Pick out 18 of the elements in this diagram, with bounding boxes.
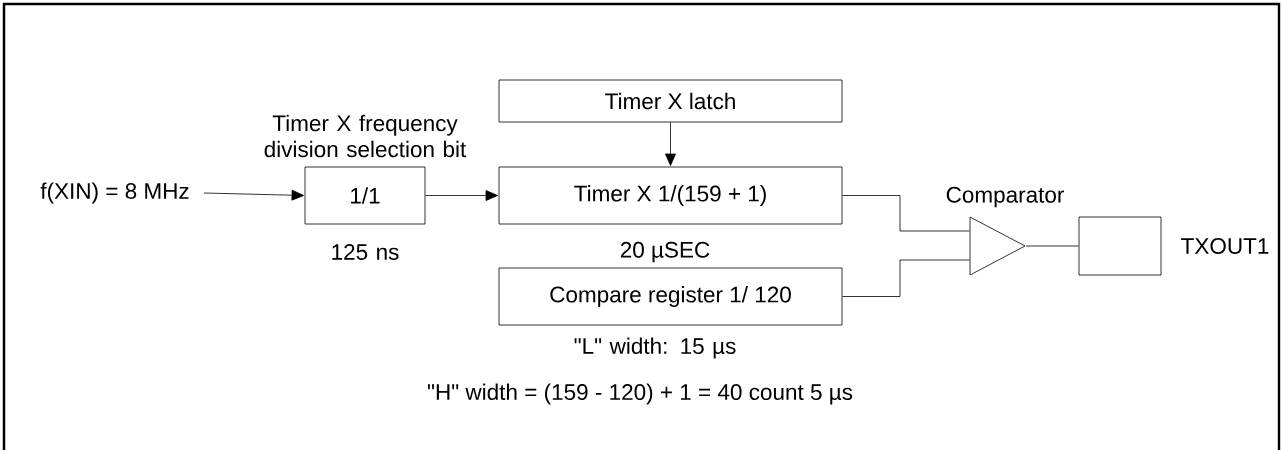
annotation-text: Timer X frequency division selection bit xyxy=(264,114,467,158)
process-box: Timer X 1/(159 + 1) xyxy=(498,166,843,225)
connector xyxy=(665,122,676,166)
annotation-text: "L" width: 15 µs xyxy=(574,337,736,359)
comparator-label: Comparator xyxy=(946,186,1064,208)
input-signal-label: f(XIN) = 8 MHz xyxy=(40,182,189,204)
note-text: "H" width = (159 - 120) + 1 = 40 count 5 µs xyxy=(427,383,853,405)
connector xyxy=(425,190,498,201)
connector xyxy=(1025,245,1079,247)
process-box: Timer X latch xyxy=(498,79,843,123)
note-text: 20 µSEC xyxy=(620,241,710,263)
annotation-text: 125 ns xyxy=(332,244,399,260)
connector xyxy=(842,195,970,232)
annotation-text: TXOUT1 xyxy=(1181,238,1269,254)
process-box: 1/1 xyxy=(304,166,426,225)
connector xyxy=(203,189,304,201)
connector xyxy=(842,259,970,297)
process-box: Compare register 1/ 120 xyxy=(498,267,843,326)
